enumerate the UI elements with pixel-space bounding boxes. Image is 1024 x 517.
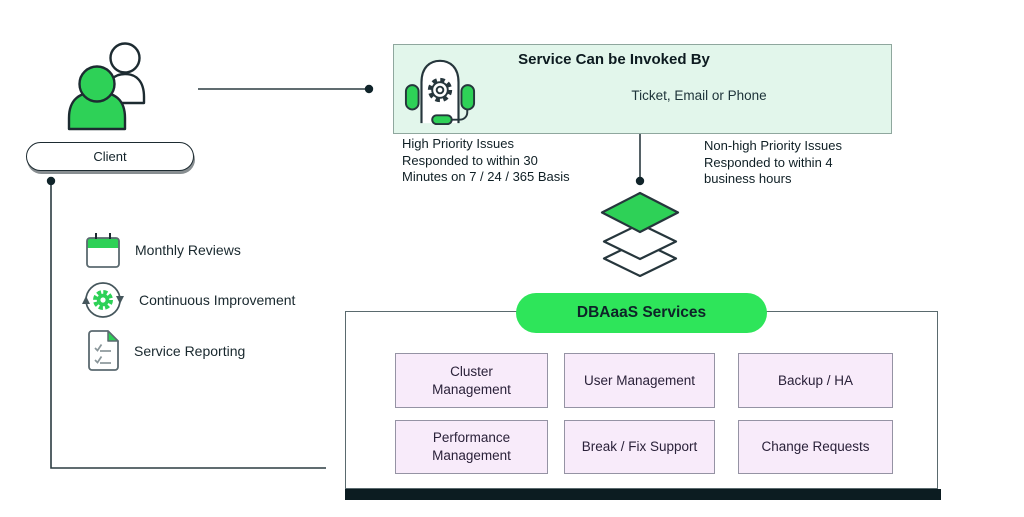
- service-box-break-fix-support: Break / Fix Support: [564, 420, 715, 474]
- service-box-performance-management: Performance Management: [395, 420, 548, 474]
- service-box-label: Break / Fix Support: [581, 439, 698, 455]
- engagement-label: Service Reporting: [134, 342, 246, 359]
- engagement-item-continuous-improvement: Continuous Improvement: [80, 277, 295, 323]
- client-label: Client: [93, 149, 127, 164]
- cycle-gear-icon: [80, 277, 126, 323]
- service-box-label: Performance Management: [432, 430, 511, 463]
- engagement-item-monthly-reviews: Monthly Reviews: [84, 230, 241, 270]
- connector-client-services: [50, 181, 326, 469]
- invoke-channels: Ticket, Email or Phone: [631, 88, 767, 103]
- connector-dot: [46, 176, 56, 186]
- high-priority-note: High Priority Issues Responded to within…: [402, 136, 570, 184]
- non-high-priority-note: Non-high Priority Issues Responded to wi…: [704, 138, 842, 186]
- connector-dot: [635, 176, 645, 186]
- dbaas-services-header: DBAaaS Services: [516, 293, 767, 333]
- invoke-box: Service Can be Invoked By Ticket, Email …: [393, 44, 892, 134]
- calendar-icon: [84, 230, 122, 270]
- invoke-title: Service Can be Invoked By: [518, 51, 710, 68]
- client-people-icon: [60, 38, 160, 132]
- engagement-label: Monthly Reviews: [135, 242, 241, 258]
- services-panel-shadow-bar: [345, 489, 941, 500]
- service-box-label: Backup / HA: [777, 372, 854, 388]
- service-box-backup-ha: Backup / HA: [738, 353, 893, 408]
- service-box-user-management: User Management: [564, 353, 715, 408]
- engagement-item-service-reporting: Service Reporting: [84, 329, 245, 372]
- dbaas-services-label: DBAaaS Services: [576, 304, 707, 321]
- report-icon: [84, 329, 121, 372]
- service-box-cluster-management: Cluster Management: [395, 353, 548, 408]
- client-pill: Client: [26, 142, 194, 171]
- service-box-label: User Management: [583, 372, 696, 388]
- service-box-label: Cluster Management: [432, 363, 511, 397]
- service-box-change-requests: Change Requests: [738, 420, 893, 474]
- service-box-label: Change Requests: [761, 439, 870, 455]
- headset-gear-icon: [403, 54, 477, 126]
- engagement-label: Continuous Improvement: [139, 292, 296, 308]
- layers-icon: [596, 191, 684, 278]
- connector-dot: [364, 84, 374, 94]
